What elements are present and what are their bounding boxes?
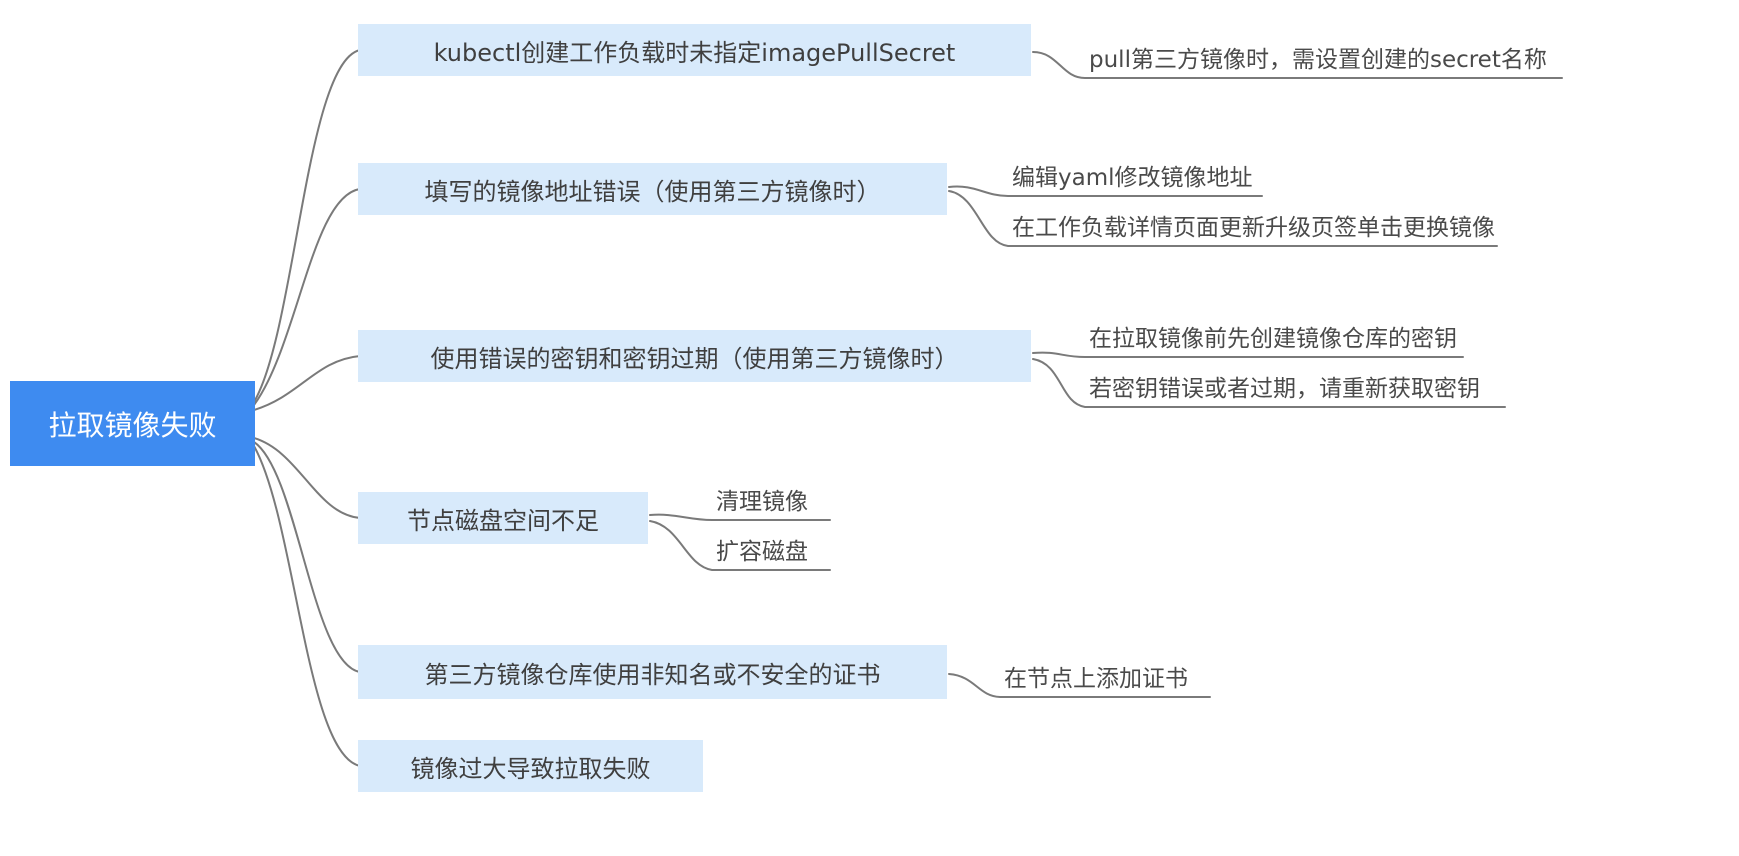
root-topic[interactable]: 拉取镜像失败 xyxy=(10,381,255,466)
connector-root-branch-3 xyxy=(253,355,361,411)
leaf-topic[interactable]: 在节点上添加证书 xyxy=(1004,666,1188,692)
branch-topic-wrong-image-address[interactable]: 填写的镜像地址错误（使用第三方镜像时） xyxy=(358,163,947,215)
leaf-topic[interactable]: 若密钥错误或者过期，请重新获取密钥 xyxy=(1089,376,1480,402)
connector-root-branch-1 xyxy=(253,49,361,403)
leaf-topic[interactable]: 在工作负载详情页面更新升级页签单击更换镜像 xyxy=(1012,215,1495,241)
leaf-topic[interactable]: 清理镜像 xyxy=(716,489,808,515)
branch-topic-untrusted-certificate[interactable]: 第三方镜像仓库使用非知名或不安全的证书 xyxy=(358,645,947,699)
leaf-topic[interactable]: 扩容磁盘 xyxy=(716,539,808,565)
leaf-topic[interactable]: pull第三方镜像时，需设置创建的secret名称 xyxy=(1089,47,1547,73)
connector-root-branch-4 xyxy=(253,437,361,519)
connector-root-branch-2 xyxy=(253,188,361,406)
branch-topic-image-too-large[interactable]: 镜像过大导致拉取失败 xyxy=(358,740,703,792)
branch-topic-wrong-or-expired-secret[interactable]: 使用错误的密钥和密钥过期（使用第三方镜像时） xyxy=(358,330,1031,382)
connector-root-branch-6 xyxy=(253,445,361,767)
leaf-topic[interactable]: 在拉取镜像前先创建镜像仓库的密钥 xyxy=(1089,326,1457,352)
branch-topic-image-pull-secret[interactable]: kubectl创建工作负载时未指定imagePullSecret xyxy=(358,24,1031,76)
leaf-topic[interactable]: 编辑yaml修改镜像地址 xyxy=(1012,165,1253,191)
connector-root-branch-5 xyxy=(253,441,361,673)
branch-topic-node-disk-full[interactable]: 节点磁盘空间不足 xyxy=(358,492,648,544)
